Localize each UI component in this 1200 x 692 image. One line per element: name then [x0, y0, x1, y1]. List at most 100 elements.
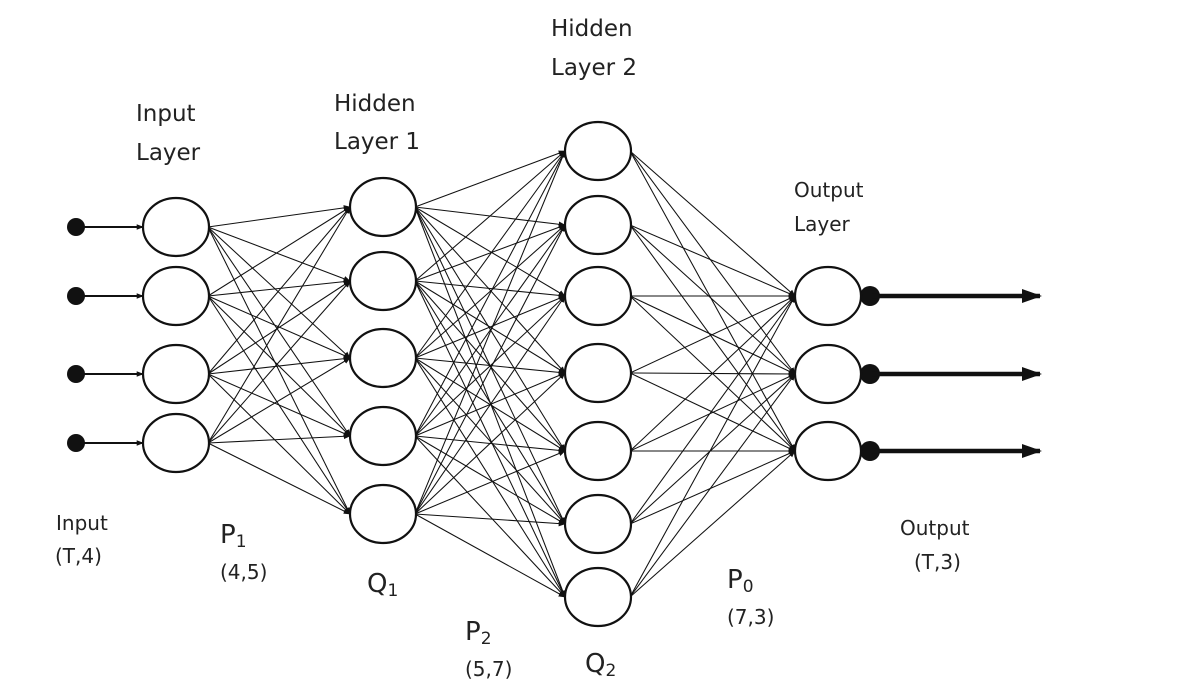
connection-hidden1-4-to-hidden2-1 — [414, 150, 566, 437]
connection-hidden1-5-to-hidden2-4 — [414, 372, 566, 515]
connection-hidden1-5-to-hidden2-6 — [414, 513, 566, 527]
connection-hidden1-1-to-hidden2-4 — [414, 206, 566, 374]
connection-input-4-to-hidden1-3 — [207, 357, 351, 444]
hidden1-neuron-4 — [348, 405, 418, 467]
p2-dims-label: (5,7) — [465, 657, 512, 681]
connection-hidden1-3-to-hidden2-1 — [414, 150, 566, 359]
connection-hidden1-5-to-hidden2-1 — [414, 150, 566, 515]
connection-hidden2-6-to-output-1 — [629, 295, 796, 525]
connection-hidden1-2-to-hidden2-6 — [414, 280, 566, 525]
connection-hidden1-2-to-hidden2-2 — [414, 224, 566, 282]
output-layer-title-line1: Output — [794, 178, 864, 202]
hidden2-neuron-7 — [563, 566, 633, 628]
output-shape-label: (T,3) — [914, 550, 961, 574]
hidden-layer-2-title-line2: Layer 2 — [551, 55, 637, 81]
connection-hidden1-5-to-hidden2-3 — [414, 295, 566, 515]
connection-hidden2-4-to-output-1 — [629, 295, 796, 374]
connection-hidden2-7-to-output-2 — [629, 373, 796, 598]
input-dot-4 — [67, 434, 85, 452]
output-label: Output — [900, 516, 970, 540]
neurons — [141, 120, 863, 628]
connection-input-1-to-hidden1-4 — [207, 226, 351, 437]
input-neuron-3 — [141, 343, 211, 405]
input-neuron-2 — [141, 265, 211, 327]
connection-hidden1-3-to-hidden2-7 — [414, 357, 566, 598]
output-neuron-3 — [793, 420, 863, 482]
output-layer-title-line2: Layer — [794, 212, 851, 236]
connection-hidden2-7-to-output-1 — [629, 295, 796, 598]
connection-input-3-to-hidden1-1 — [207, 206, 351, 375]
weight-connections — [207, 150, 796, 598]
connection-hidden1-1-to-hidden2-3 — [414, 206, 566, 297]
connection-hidden1-4-to-hidden2-7 — [414, 435, 566, 598]
hidden1-neuron-3 — [348, 327, 418, 389]
connection-input-2-to-hidden1-2 — [207, 278, 351, 297]
connection-hidden2-6-to-output-3 — [629, 450, 796, 525]
connection-hidden2-6-to-output-2 — [629, 373, 796, 525]
p1-label: P1 — [220, 520, 247, 552]
connection-input-3-to-hidden1-2 — [207, 280, 351, 375]
input-shape-label: (T,4) — [55, 544, 102, 568]
connection-hidden2-7-to-output-3 — [629, 450, 796, 598]
output-dot-1 — [860, 286, 880, 306]
hidden2-neuron-6 — [563, 493, 633, 555]
connection-hidden1-3-to-hidden2-2 — [414, 224, 566, 359]
hidden-layer-1-title-line2: Layer 1 — [334, 129, 420, 155]
connection-hidden2-1-to-output-1 — [629, 150, 796, 297]
connection-hidden2-5-to-output-1 — [629, 295, 796, 452]
hidden2-neuron-4 — [563, 342, 633, 404]
connection-hidden1-1-to-hidden2-1 — [414, 150, 566, 208]
output-dot-2 — [860, 364, 880, 384]
hidden1-neuron-1 — [348, 176, 418, 238]
input-layer-title-line1: Input — [136, 101, 196, 127]
connection-hidden2-2-to-output-2 — [629, 224, 796, 375]
connection-input-3-to-hidden1-4 — [207, 373, 351, 437]
input-layer-title-line2: Layer — [136, 140, 201, 166]
connection-hidden1-5-to-hidden2-7 — [414, 513, 566, 598]
connection-hidden1-2-to-hidden2-7 — [414, 280, 566, 598]
p2-label: P2 — [465, 617, 492, 649]
connection-input-2-to-hidden1-1 — [207, 206, 351, 297]
connection-hidden2-1-to-output-2 — [629, 150, 796, 375]
connection-hidden2-5-to-output-2 — [629, 373, 796, 452]
connection-hidden1-2-to-hidden2-3 — [414, 280, 566, 299]
connection-hidden1-3-to-hidden2-6 — [414, 357, 566, 525]
output-neuron-1 — [793, 265, 863, 327]
input-dot-3 — [67, 365, 85, 383]
connection-hidden1-3-to-hidden2-3 — [414, 295, 566, 359]
q2-label: Q2 — [585, 649, 616, 681]
connection-input-4-to-hidden1-1 — [207, 206, 351, 444]
connection-input-4-to-hidden1-4 — [207, 433, 351, 444]
connection-input-4-to-hidden1-2 — [207, 280, 351, 444]
hidden2-neuron-3 — [563, 265, 633, 327]
connection-input-3-to-hidden1-5 — [207, 373, 351, 515]
connection-hidden1-2-to-hidden2-1 — [414, 150, 566, 282]
connection-hidden1-1-to-hidden2-5 — [414, 206, 566, 452]
connection-hidden1-5-to-hidden2-5 — [414, 450, 566, 515]
input-dot-2 — [67, 287, 85, 305]
input-neuron-1 — [141, 196, 211, 258]
connection-input-1-to-hidden1-2 — [207, 226, 351, 282]
connection-hidden1-5-to-hidden2-2 — [414, 224, 566, 515]
connection-input-1-to-hidden1-5 — [207, 226, 351, 515]
connection-hidden1-4-to-hidden2-6 — [414, 435, 566, 525]
output-neuron-2 — [793, 343, 863, 405]
input-dot-1 — [67, 218, 85, 236]
hidden2-neuron-2 — [563, 194, 633, 256]
connection-input-4-to-hidden1-5 — [207, 442, 351, 515]
connection-input-3-to-hidden1-3 — [207, 355, 351, 375]
hidden1-neuron-5 — [348, 483, 418, 545]
connection-input-1-to-hidden1-1 — [207, 205, 351, 228]
connection-hidden1-4-to-hidden2-3 — [414, 295, 566, 437]
hidden2-neuron-1 — [563, 120, 633, 182]
connection-hidden2-1-to-output-3 — [629, 150, 796, 452]
connection-input-1-to-hidden1-3 — [207, 226, 351, 359]
q1-label: Q1 — [367, 569, 398, 601]
p1-dims-label: (4,5) — [220, 560, 267, 584]
input-label: Input — [56, 511, 108, 535]
hidden-layer-1-title-line1: Hidden — [334, 91, 416, 117]
hidden-layer-2-title-line1: Hidden — [551, 16, 633, 42]
output-dot-3 — [860, 441, 880, 461]
p0-label: P0 — [727, 565, 754, 597]
hidden2-neuron-5 — [563, 420, 633, 482]
